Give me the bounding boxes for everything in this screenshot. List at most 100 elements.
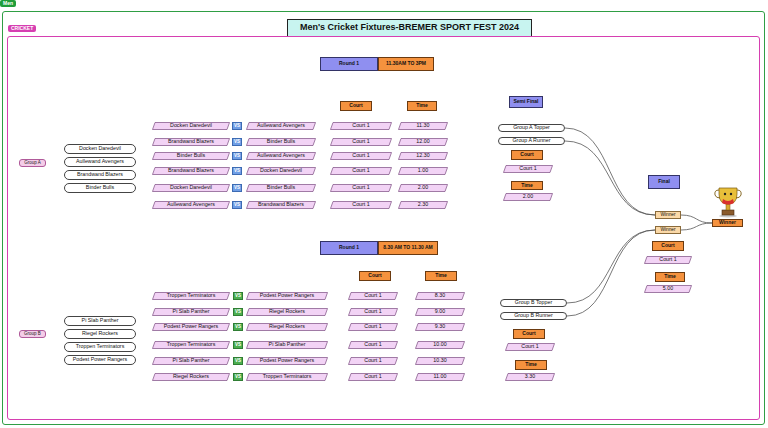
node-text: Group A Topper	[513, 125, 550, 131]
fixture-cell: Troppen Terminators	[152, 292, 230, 300]
parallelogram-shape	[349, 374, 398, 381]
fixture-cell: Binder Bulls	[246, 184, 316, 192]
parallelogram-shape	[247, 293, 328, 300]
node-text: Court 1	[352, 168, 369, 174]
parallelogram-shape	[416, 324, 465, 331]
node-text: Round 1	[339, 245, 359, 250]
fixture-cell: Aullewand Avengers	[152, 201, 230, 209]
parallelogram-shape	[645, 257, 692, 264]
node-text: Binder Bulls	[86, 185, 114, 191]
node-text: 5.00	[663, 286, 673, 292]
fixture-cell: Court 1	[348, 323, 398, 331]
node-text: Pi Slab Panther	[269, 342, 306, 348]
node-text: 10.30	[433, 358, 446, 364]
node-text: VS	[234, 154, 240, 159]
parallelogram-shape	[399, 185, 448, 192]
team-pill: Pi Slab Panther	[64, 316, 136, 326]
node-text: Riegel Rockers	[269, 324, 305, 330]
fixture-cell: Court 1	[644, 256, 692, 264]
node-text: Court	[522, 331, 535, 336]
fixture-cell: 3.30	[505, 373, 555, 381]
node-text: VS	[234, 124, 240, 129]
fixture-cell: Pi Slab Panther	[152, 308, 230, 316]
node-text: Men	[0, 0, 16, 7]
fixture-cell: Docken Daredevil	[152, 122, 230, 130]
trophy-handle-left	[715, 190, 720, 198]
vs-badge: VS	[233, 357, 243, 365]
fixture-cell: Court 1	[330, 201, 392, 209]
fixture-cell: 11.30	[398, 122, 448, 130]
node-text: Time	[525, 362, 537, 367]
trophy-eye	[724, 193, 726, 195]
bracket-connector	[565, 141, 655, 215]
node-text: Court 1	[364, 358, 381, 364]
title-box: Men's Cricket Fixtures-BREMER SPORT FEST…	[287, 19, 532, 37]
parallelogram-shape	[416, 309, 465, 316]
header-box: Time	[515, 360, 547, 370]
section-frame: CRICKETRound 111.30AM TO 3PMCourtTimeSem…	[7, 36, 760, 420]
node-text: Court 1	[364, 374, 381, 380]
node-text: Troppen Terminators	[263, 374, 312, 380]
node-text: Troppen Terminators	[167, 342, 216, 348]
node-text: Group A Runner	[513, 138, 551, 144]
parallelogram-shape	[331, 123, 392, 130]
fixture-cell: 2.00	[398, 184, 448, 192]
team-pill: Troppen Terminators	[64, 342, 136, 352]
node-text: Winner	[660, 227, 675, 232]
node-text: Court 1	[352, 153, 369, 159]
node-text: Court 1	[352, 202, 369, 208]
node-text: Pi Slab Panther	[173, 309, 210, 315]
fixture-cell: Court 1	[330, 184, 392, 192]
node-text: Court	[368, 273, 381, 278]
node-text: 1.00	[418, 168, 428, 174]
node-text: Brandwand Blazers	[258, 202, 304, 208]
trophy-handle-right	[736, 190, 741, 198]
parallelogram-shape	[349, 293, 398, 300]
fixture-cell: Brandwand Blazers	[152, 167, 230, 175]
vs-badge: VS	[233, 373, 243, 381]
fixture-cell: Binder Bulls	[152, 152, 230, 160]
node-text: 2.00	[523, 194, 533, 200]
vs-badge: VS	[232, 138, 242, 146]
node-text: Semi Final	[513, 99, 538, 104]
fixture-cell: Court 1	[348, 341, 398, 349]
node-text: Group B Topper	[515, 300, 552, 306]
parallelogram-shape	[153, 153, 230, 160]
node-text: Troppen Terminators	[167, 293, 216, 299]
node-text: Court	[661, 243, 674, 248]
node-text: Time	[416, 103, 428, 108]
header-box: Time	[425, 271, 457, 281]
parallelogram-shape	[399, 202, 448, 209]
node-text: Group B	[24, 332, 41, 337]
fixture-cell: Troppen Terminators	[152, 341, 230, 349]
team-pill: Podest Power Rangers	[64, 355, 136, 365]
fixture-cell: Docken Daredevil	[246, 167, 316, 175]
node-text: Podest Power Rangers	[164, 324, 218, 330]
parallelogram-shape	[247, 153, 316, 160]
node-text: Time	[435, 273, 447, 278]
header-box: Time	[655, 272, 685, 282]
node-text: 12.00	[416, 139, 429, 145]
node-text: VS	[235, 294, 241, 299]
fixture-cell: 2.00	[503, 193, 553, 201]
fixture-cell: Aullewand Avengers	[246, 152, 316, 160]
fixture-cell: Court 1	[330, 138, 392, 146]
node-text: 2.30	[418, 202, 428, 208]
node-text: 12.30	[416, 153, 429, 159]
vs-badge: VS	[232, 201, 242, 209]
node-text: Court 1	[352, 139, 369, 145]
bracket-connector	[565, 128, 655, 215]
header-box: 11.30AM TO 3PM	[378, 57, 434, 71]
fixture-cell: Riegel Rockers	[152, 373, 230, 381]
parallelogram-shape	[153, 374, 230, 381]
fixture-cell: 8.30	[415, 292, 465, 300]
node-text: Binder Bulls	[177, 153, 205, 159]
header-box: Winner	[712, 219, 743, 227]
parallelogram-shape	[645, 286, 692, 293]
header-box: Court	[359, 271, 391, 281]
node-text: 9.00	[435, 309, 445, 315]
node-text: Riegel Rockers	[269, 309, 305, 315]
parallelogram-shape	[416, 293, 465, 300]
trophy-eye	[730, 193, 732, 195]
node-text: VS	[234, 140, 240, 145]
